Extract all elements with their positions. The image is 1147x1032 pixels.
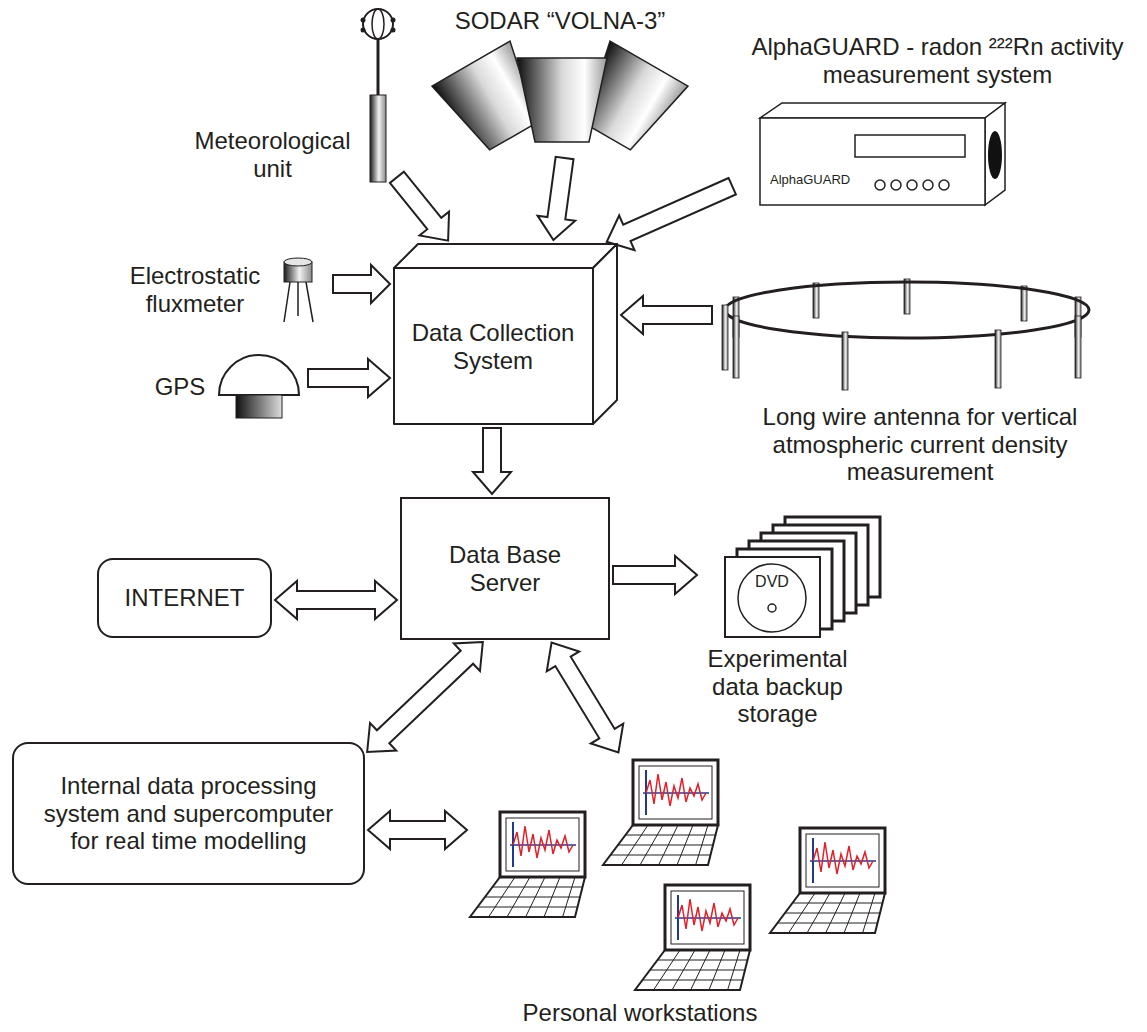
node-label: Electrostatic fluxmeter [115,262,275,317]
node-label: DVD [744,573,800,591]
meteo-mast [361,9,396,182]
radon-device [760,103,1005,205]
block-arrow [368,811,467,849]
block-arrow [473,428,511,494]
block-arrow [367,642,483,752]
node-label: Personal workstations [470,999,810,1027]
laptop-icon [635,885,750,990]
radon-monitor: AlphaGUARD - radon ²²²Rn activity measur… [735,33,1140,208]
fluxmeter: Electrostatic fluxmeter [115,252,330,327]
sodar-unit: SODAR “VOLNA-3” [430,5,690,155]
internet-box: INTERNET [97,558,272,638]
server-box: Data Base Server [400,497,610,640]
block-arrow [390,172,449,241]
sodar-cone [517,58,607,142]
block-arrow [333,265,390,303]
workstations: Personal workstations [470,755,890,1027]
node-label: Data Base Server [400,541,610,596]
block-arrow [275,581,397,619]
block-arrow [547,643,623,753]
antenna-ring [722,279,1089,390]
block-arrow [607,178,736,250]
block-arrow [621,296,712,334]
laptop-icon [603,760,718,865]
laptop-icon [470,812,585,917]
block-arrow [308,359,390,397]
box-face [394,268,593,424]
gps-dome [219,355,299,418]
gps-receiver: GPS [145,352,305,422]
block-arrow [538,157,576,240]
laptop-icon [770,828,885,933]
antenna-unit: Long wire antenna for vertical atmospher… [715,278,1125,490]
meteo-unit: Meteorological unit [180,5,395,190]
dvd-stack [725,517,880,637]
node-label: Meteorological unit [180,127,365,182]
backup-storage: DVD Experimental data backup storage [700,512,885,742]
box-face [394,244,617,268]
node-label: GPS [145,373,215,401]
node-label: SODAR “VOLNA-3” [430,7,690,35]
box-face [593,244,617,424]
node-label: Experimental data backup storage [700,645,855,728]
fluxmeter-icon [284,258,313,322]
node-label: AlphaGUARD - radon ²²²Rn activity measur… [735,33,1140,88]
node-label: Internal data processing system and supe… [12,772,365,855]
node-label: AlphaGUARD [770,173,865,188]
processing-box: Internal data processing system and supe… [12,742,365,885]
block-arrow [613,556,697,594]
node-label: Data Collection System [393,319,593,374]
node-label: Long wire antenna for vertical atmospher… [715,403,1125,486]
data-collection-box: Data Collection System [393,243,618,425]
node-label: INTERNET [97,584,272,612]
